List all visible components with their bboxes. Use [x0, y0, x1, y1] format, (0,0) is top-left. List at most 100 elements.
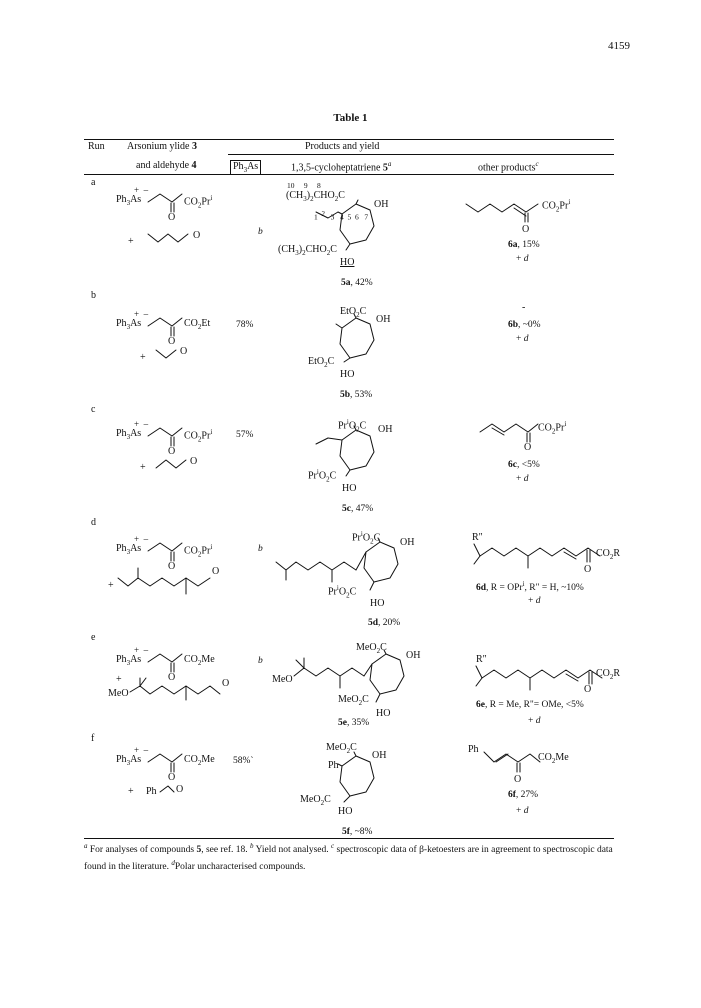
- tropyl-c-oh: OH: [378, 424, 393, 435]
- header-aldehyde: and aldehyde 4: [136, 160, 197, 171]
- ylide-d-bonds: [147, 542, 183, 562]
- plus-c: +: [140, 462, 146, 473]
- numbering-top-a: 10 9 8: [287, 181, 321, 190]
- ylide-a-oxo: O: [168, 212, 176, 223]
- tropyl-f-top: MeO2C: [326, 742, 357, 755]
- tropyl-d-bottom: PriO2C: [328, 584, 357, 600]
- other-c-bonds: [479, 423, 539, 443]
- aldehyde-d-o: O: [212, 566, 220, 577]
- plus-b: +: [140, 352, 146, 363]
- other-b-dash: -: [522, 302, 526, 313]
- run-label-f: f: [91, 733, 95, 744]
- footnote-b: b Yield not analysed.: [250, 842, 329, 856]
- aldehyde-c-bonds: [155, 459, 187, 469]
- ylide-a-bonds: [147, 193, 183, 213]
- ylide-b-ester: CO2Et: [184, 318, 211, 331]
- other-caption-e: 6e, R = Me, R"= OMe, <5%: [476, 700, 584, 710]
- tropyl-a-oh: OH: [374, 199, 389, 210]
- ylide-d: + – Ph3As: [116, 534, 149, 556]
- top-rule: [84, 139, 614, 140]
- other-f-ester: CO2Me: [538, 752, 569, 765]
- other-a-oxo: O: [522, 224, 530, 235]
- tropyl-c-ho: HO: [342, 483, 357, 494]
- product-caption-e: 5e, 35%: [338, 718, 370, 728]
- tropyl-b-bottom: EtO2C: [308, 356, 335, 369]
- plus-e: +: [116, 674, 122, 685]
- numbering-ring-a: 1 2 3 4 5 6 7: [314, 210, 369, 222]
- run-label-a: a: [91, 177, 96, 188]
- tropyl-f-bottom: MeO2C: [300, 794, 331, 807]
- tropyl-a-ring: [315, 199, 375, 251]
- ylide-c: + – Ph3As: [116, 419, 149, 441]
- other-caption-b: 6b, ~0%: [508, 320, 541, 330]
- ylide-e-ester: CO2Me: [184, 654, 215, 667]
- plus-a: +: [128, 236, 134, 247]
- aldehyde-b-bonds: [155, 349, 177, 359]
- other-c-oxo: O: [524, 442, 532, 453]
- product-caption-a: 5a, 42%: [341, 278, 373, 288]
- aldehyde-f-o: O: [176, 784, 184, 795]
- other-plus-d-f: + d: [516, 806, 529, 816]
- tropyl-e-top: MeO2C: [356, 642, 387, 655]
- other-plus-d-a: + d: [516, 254, 529, 264]
- footnote-c: c spectroscopic data of β-ketoesters are…: [84, 842, 613, 873]
- other-d-ester: CO2R: [596, 548, 621, 561]
- ph3as-yield-d: b: [258, 544, 263, 554]
- aldehyde-a-o: O: [193, 230, 201, 241]
- header-products: Products and yield: [305, 141, 380, 152]
- other-a-bonds: [465, 203, 539, 223]
- ylide-a: + – Ph3As: [116, 185, 149, 207]
- run-label-b: b: [91, 290, 96, 301]
- other-d-r: R": [472, 532, 483, 543]
- aldehyde-d-bonds: [117, 567, 211, 595]
- other-plus-d-e: + d: [528, 716, 541, 726]
- ph3as-yield-a: b: [258, 227, 263, 237]
- product-caption-d: 5d, 20%: [368, 618, 401, 628]
- aldehyde-e-bonds: [129, 677, 221, 701]
- ylide-b-bonds: [147, 317, 183, 337]
- header-cycloheptatriene: 1,3,5-cycloheptatriene 5a: [291, 160, 392, 174]
- aldehyde-f-ph: Ph: [146, 786, 157, 797]
- ylide-e: + – Ph3As: [116, 645, 149, 667]
- other-a-ester: CO2Pri: [542, 198, 571, 214]
- aldehyde-e-o: O: [222, 678, 230, 689]
- other-f-oxo: O: [514, 774, 522, 785]
- tropyl-e-ring: [293, 649, 405, 703]
- run-label-d: d: [91, 517, 96, 528]
- tropyl-e-oh: OH: [406, 650, 421, 661]
- header-ph3as: Ph3As: [230, 160, 262, 175]
- ylide-f: + – Ph3As: [116, 745, 149, 767]
- product-caption-b: 5b, 53%: [340, 390, 373, 400]
- plus-f: +: [128, 786, 134, 797]
- tropyl-e-meo: MeO: [272, 674, 293, 685]
- ph3as-yield-f: 58%`: [233, 756, 254, 766]
- footnote-a: a For analyses of compounds 5, see ref. …: [84, 842, 248, 856]
- product-caption-c: 5c, 47%: [342, 504, 374, 514]
- ylide-c-bonds: [147, 427, 183, 447]
- ph3as-yield-c: 57%: [236, 430, 254, 440]
- other-plus-d-c: + d: [516, 474, 529, 484]
- other-plus-d-b: + d: [516, 334, 529, 344]
- tropyl-a-ho: HO: [340, 257, 355, 268]
- tropyl-d-oh: OH: [400, 537, 415, 548]
- tropyl-b-ho: HO: [340, 369, 355, 380]
- other-caption-a: 6a, 15%: [508, 240, 540, 250]
- tropyl-d-ring: [275, 537, 399, 591]
- other-d-oxo: O: [584, 564, 592, 575]
- tropyl-d-ho: HO: [370, 598, 385, 609]
- header-bottom-rule: [84, 174, 614, 175]
- bottom-rule: [84, 838, 614, 839]
- products-rule: [228, 154, 614, 155]
- tropyl-f-ring: [337, 751, 375, 803]
- tropyl-b-oh: OH: [376, 314, 391, 325]
- product-caption-f: 5f, ~8%: [342, 827, 373, 837]
- other-f-bonds: [483, 751, 541, 773]
- table-footnotes: a For analyses of compounds 5, see ref. …: [84, 840, 624, 874]
- tropyl-c-ring: [315, 425, 375, 477]
- tropyl-a-top: (CH3)2CHO2C: [286, 190, 345, 203]
- ylide-f-oxo: O: [168, 772, 176, 783]
- ylide-f-ester: CO2Me: [184, 754, 215, 767]
- ph3as-yield-e: b: [258, 656, 263, 666]
- table-title: Table 1: [333, 112, 368, 124]
- aldehyde-f-bonds: [159, 785, 175, 793]
